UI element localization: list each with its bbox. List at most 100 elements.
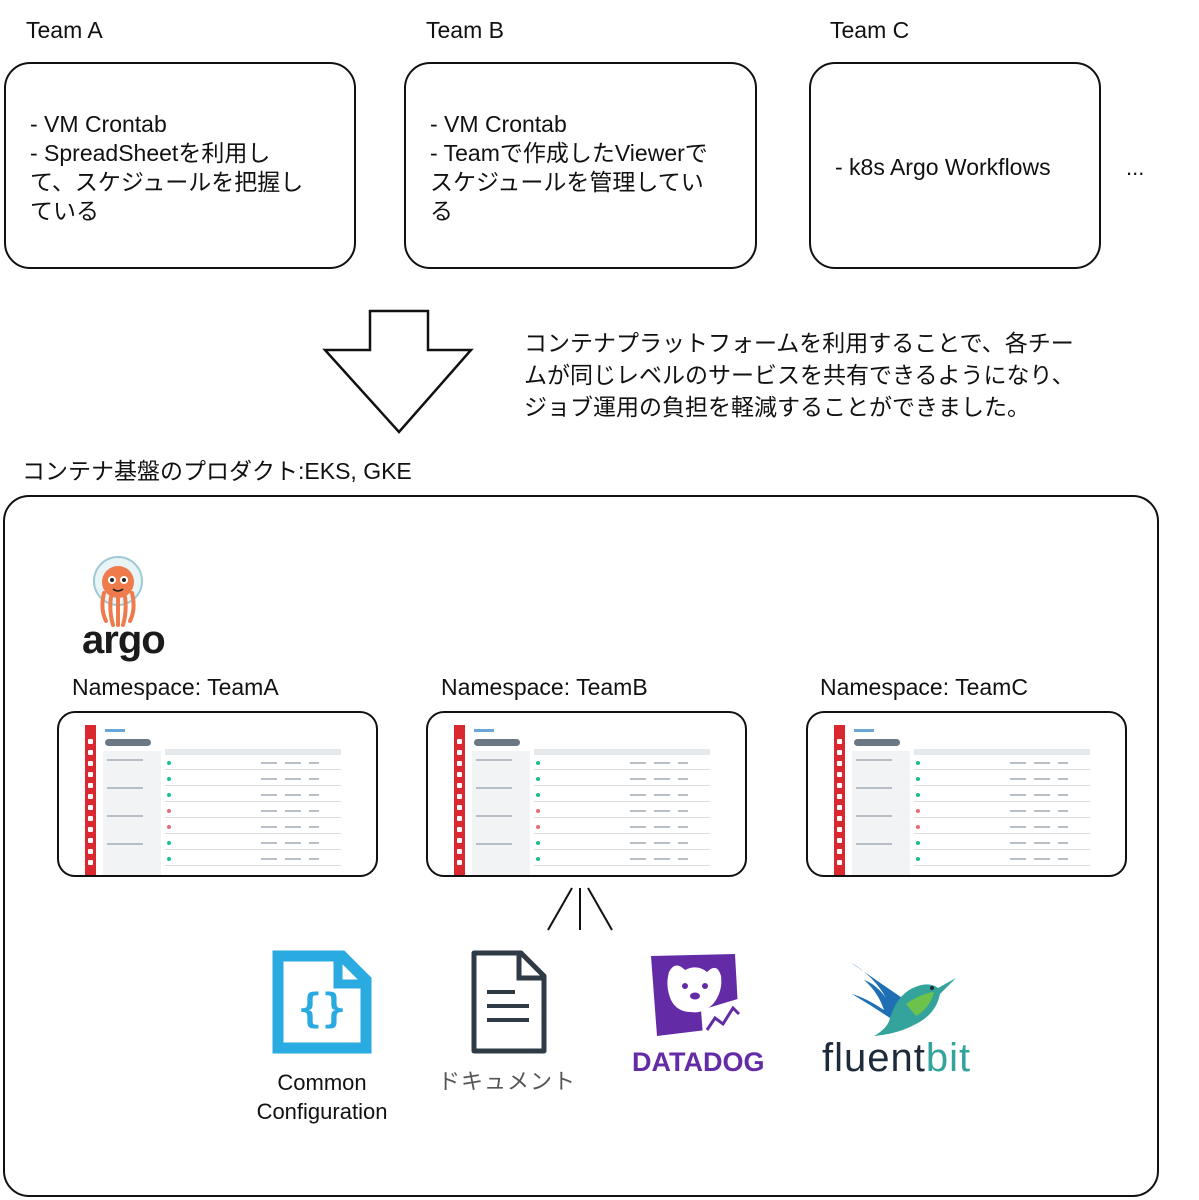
sidebar-nav-icon bbox=[88, 783, 93, 788]
status-icon bbox=[167, 777, 171, 781]
status-icon bbox=[536, 793, 540, 797]
filter-panel bbox=[472, 751, 530, 875]
status-icon bbox=[916, 761, 920, 765]
status-icon bbox=[167, 857, 171, 861]
filter-panel bbox=[852, 751, 910, 875]
table-cell bbox=[309, 762, 319, 764]
table-cell bbox=[285, 826, 301, 828]
filter-label bbox=[476, 787, 512, 789]
sidebar-nav-icon bbox=[837, 816, 842, 821]
filter-label bbox=[856, 815, 892, 817]
table-cell bbox=[309, 858, 319, 860]
status-icon bbox=[167, 841, 171, 845]
filter-label bbox=[476, 815, 512, 817]
status-icon bbox=[916, 841, 920, 845]
status-icon bbox=[167, 793, 171, 797]
sidebar-nav-icon bbox=[837, 849, 842, 854]
sidebar-nav-icon bbox=[457, 750, 462, 755]
table-cell bbox=[654, 858, 670, 860]
table-cell bbox=[678, 794, 688, 796]
table-cell bbox=[678, 842, 688, 844]
argo-ui-thumbnail bbox=[834, 725, 1092, 875]
config-caption: Common Configuration bbox=[256, 1070, 388, 1124]
table-row bbox=[165, 833, 341, 834]
sidebar-nav-icon bbox=[88, 838, 93, 843]
table-row bbox=[914, 833, 1090, 834]
submit-workflow-button bbox=[854, 739, 900, 746]
status-icon bbox=[536, 857, 540, 861]
document-icon bbox=[471, 950, 547, 1054]
table-cell bbox=[1058, 762, 1068, 764]
sidebar-nav-icon bbox=[88, 739, 93, 744]
sidebar-nav-icon bbox=[837, 838, 842, 843]
argo-ui-thumbnail bbox=[454, 725, 712, 875]
namespace-teamc-label: Namespace: TeamC bbox=[820, 674, 1028, 700]
table-cell bbox=[1058, 778, 1068, 780]
sidebar-nav-icon bbox=[457, 783, 462, 788]
status-icon bbox=[536, 841, 540, 845]
table-row bbox=[914, 769, 1090, 770]
namespace-teamb-box bbox=[426, 711, 747, 877]
table-cell bbox=[285, 810, 301, 812]
sidebar-nav-icon bbox=[88, 849, 93, 854]
sidebar-nav-icon bbox=[88, 761, 93, 766]
sidebar-nav-icon bbox=[837, 739, 842, 744]
filter-label bbox=[107, 787, 143, 789]
sidebar-nav-icon bbox=[457, 739, 462, 744]
fluent-word: fluent bbox=[822, 1036, 926, 1080]
sidebar-nav-icon bbox=[88, 827, 93, 832]
sidebar-nav-icon bbox=[457, 838, 462, 843]
table-cell bbox=[309, 842, 319, 844]
submit-workflow-button bbox=[105, 739, 151, 746]
table-cell bbox=[1034, 826, 1050, 828]
datadog-dog-icon bbox=[651, 954, 743, 1036]
team-b-text: - VM Crontab - Teamで作成したViewerで スケジュールを管… bbox=[430, 111, 708, 224]
table-row bbox=[534, 769, 710, 770]
table-row bbox=[914, 849, 1090, 850]
table-cell bbox=[261, 810, 277, 812]
table-cell bbox=[654, 762, 670, 764]
argo-octopus-icon bbox=[93, 556, 143, 627]
sidebar-nav-icon bbox=[837, 772, 842, 777]
namespace-teamb-label: Namespace: TeamB bbox=[441, 674, 648, 700]
connector-lines bbox=[547, 887, 613, 931]
table-cell bbox=[261, 858, 277, 860]
table-cell bbox=[630, 794, 646, 796]
table-header bbox=[165, 749, 341, 755]
table-row bbox=[534, 865, 710, 866]
table-cell bbox=[285, 762, 301, 764]
svg-text:{}: {} bbox=[298, 986, 346, 1032]
more-teams-ellipsis: ... bbox=[1126, 155, 1145, 180]
sidebar-nav-icon bbox=[837, 794, 842, 799]
table-row bbox=[534, 817, 710, 818]
table-cell bbox=[630, 778, 646, 780]
table-cell bbox=[261, 794, 277, 796]
sidebar-nav-icon bbox=[457, 794, 462, 799]
table-row bbox=[914, 817, 1090, 818]
table-cell bbox=[261, 842, 277, 844]
table-cell bbox=[678, 778, 688, 780]
table-row bbox=[914, 785, 1090, 786]
sidebar-nav-icon bbox=[88, 816, 93, 821]
team-c-label: Team C bbox=[830, 17, 910, 43]
status-icon bbox=[916, 857, 920, 861]
status-icon bbox=[536, 825, 540, 829]
table-cell bbox=[678, 762, 688, 764]
sidebar-nav-icon bbox=[457, 805, 462, 810]
table-cell bbox=[630, 858, 646, 860]
table-cell bbox=[1034, 778, 1050, 780]
table-cell bbox=[1058, 826, 1068, 828]
bit-word: bit bbox=[925, 1036, 972, 1080]
filter-panel bbox=[103, 751, 161, 875]
sidebar-nav-icon bbox=[88, 772, 93, 777]
sidebar-nav-icon bbox=[457, 761, 462, 766]
table-row bbox=[165, 785, 341, 786]
submit-workflow-button bbox=[474, 739, 520, 746]
status-icon bbox=[167, 809, 171, 813]
table-cell bbox=[654, 810, 670, 812]
table-cell bbox=[1010, 826, 1026, 828]
table-cell bbox=[678, 858, 688, 860]
table-cell bbox=[654, 842, 670, 844]
status-icon bbox=[536, 777, 540, 781]
sidebar-nav-icon bbox=[88, 794, 93, 799]
